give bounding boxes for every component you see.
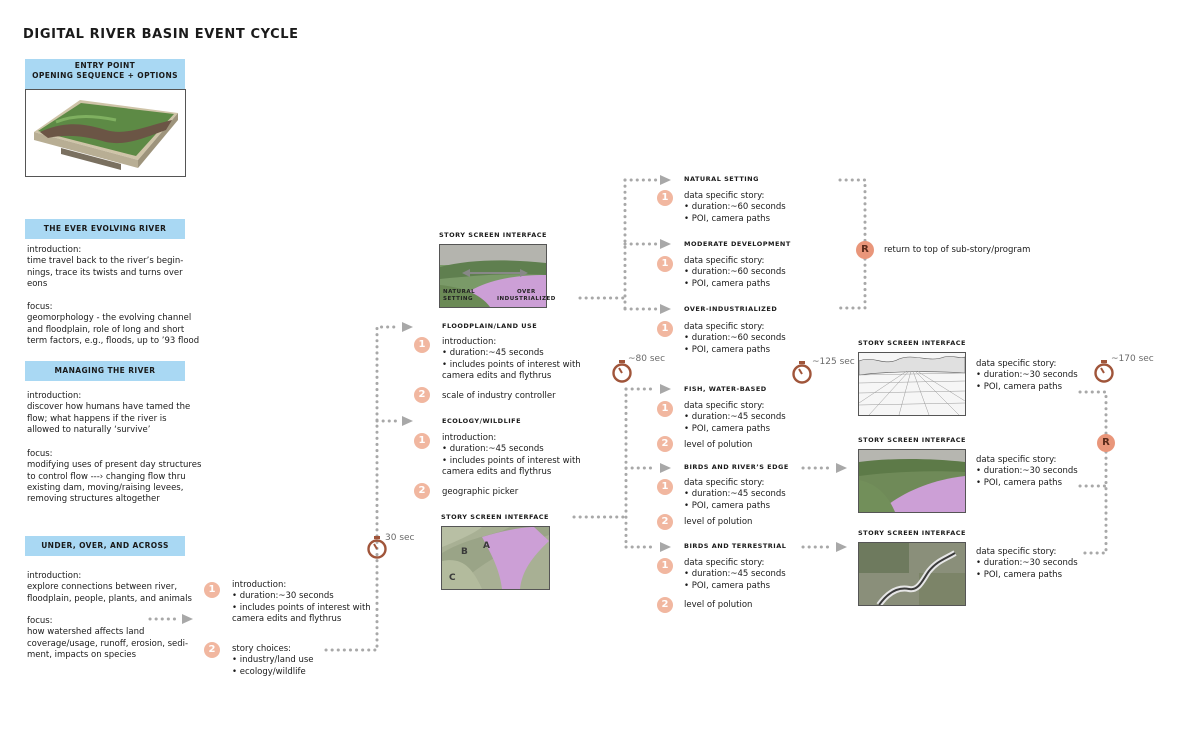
map-screen-graphic [442,527,549,589]
floodplain-step-1-text: introduction: • duration:~45 seconds • i… [442,337,581,381]
wildlife-story-title-fish: FISH, WATER-BASED [684,385,767,393]
industry-story-text-natural: data specific story: • duration:~60 seco… [684,191,786,224]
wildlife-story-badge-birds-edge-2: 2 [657,514,673,530]
industry-story-title-moderate: MODERATE DEVELOPMENT [684,240,791,248]
wildlife-story-badge-birds-terrestrial-1: 1 [657,558,673,574]
floodplain-badge-1: 1 [414,337,430,353]
page-title: DIGITAL RIVER BASIN EVENT CYCLE [23,27,299,42]
entry-point-image [25,89,186,177]
wildlife-story-badge-fish-1: 1 [657,401,673,417]
story-screen-slider-image [439,244,547,308]
slider-screen-graphic [440,245,546,307]
ecology-badge-2: 2 [414,483,430,499]
timer-label-125: ~125 sec [812,357,855,367]
map-region-b: B [461,547,468,557]
story-screen-wireframe-image [858,352,966,416]
story-screen-river-edge-image [858,449,966,513]
industry-story-title-over: OVER-INDUSTRIALIZED [684,305,778,313]
map-region-a: A [483,541,490,551]
story-screen-terrestrial-image [858,542,966,606]
industry-story-badge-moderate: 1 [657,256,673,272]
industry-story-badge-natural: 1 [657,190,673,206]
floodplain-badge-2: 2 [414,387,430,403]
wireframe-terrain-graphic [859,353,965,415]
wildlife-story-text-birds-terrestrial: data specific story: • duration:~45 seco… [684,558,786,591]
terrain-model-image [34,100,178,170]
timer-icon-30 [367,536,387,559]
ecology-title: ECOLOGY/WILDLIFE [442,417,522,425]
ecology-step-1-text: introduction: • duration:~45 seconds • i… [442,433,581,477]
wildlife-story-title-birds-edge: BIRDS AND RIVER’S EDGE [684,463,789,471]
section-evolving-river-focus: focus: geomorphology - the evolving chan… [27,302,200,346]
section-under-over-across-intro: introduction: explore connections betwee… [27,571,192,604]
wildlife-story-text-birds-edge: data specific story: • duration:~45 seco… [684,478,786,511]
step-badge-1: 1 [204,582,220,598]
story-screen-label-1: STORY SCREEN INTERFACE [439,231,547,239]
floodplain-title: FLOODPLAIN/LAND USE [442,322,538,330]
ecology-step-2-text: geographic picker [442,487,519,497]
terrestrial-aerial-graphic [859,543,965,605]
return-badge-right: R [1097,434,1115,452]
timer-icon-125 [792,361,812,384]
entry-point-line2: OPENING SEQUENCE + OPTIONS [32,71,178,80]
return-badge-top: R [856,241,874,259]
story-screen-label-5: STORY SCREEN INTERFACE [858,529,966,537]
wildlife-story-text2-fish: level of polution [684,440,753,450]
section-evolving-river-intro: introduction: time travel back to the ri… [27,245,184,289]
river-edge-graphic [859,450,965,512]
timer-label-170: ~170 sec [1111,354,1154,364]
section-under-over-across-header: UNDER, OVER, AND ACROSS [25,536,185,556]
return-text: return to top of sub-story/program [884,245,1031,255]
entry-point-header: ENTRY POINT OPENING SEQUENCE + OPTIONS [25,59,185,89]
floodplain-step-2-text: scale of industry controller [442,391,556,401]
industry-story-text-over: data specific story: • duration:~60 seco… [684,322,786,355]
slider-left-label: NATURAL SETTING [443,289,476,302]
section-under-over-across-focus: focus: how watershed affects land covera… [27,616,189,660]
story-screen-map-image [441,526,550,590]
entry-point-line1: ENTRY POINT [74,61,136,70]
slider-right-label: OVER INDUSTRIALIZED [497,289,556,302]
wildlife-story-badge-birds-terrestrial-2: 2 [657,597,673,613]
entry-step-2-text: story choices: • industry/land use • eco… [232,644,314,677]
section-managing-river-header: MANAGING THE RIVER [25,361,185,381]
timer-label-80: ~80 sec [628,354,666,364]
entry-step-1-text: introduction: • duration:~30 seconds • i… [232,580,371,624]
story-screen-label-4: STORY SCREEN INTERFACE [858,436,966,444]
timer-icon-170 [1094,360,1114,383]
final-story-text-1: data specific story: • duration:~30 seco… [976,359,1078,392]
wildlife-story-text2-birds-terrestrial: level of polution [684,600,753,610]
wildlife-story-badge-birds-edge-1: 1 [657,479,673,495]
wildlife-story-badge-fish-2: 2 [657,436,673,452]
story-screen-label-2: STORY SCREEN INTERFACE [441,513,549,521]
final-story-text-2: data specific story: • duration:~30 seco… [976,455,1078,488]
step-badge-2: 2 [204,642,220,658]
section-managing-river-intro: introduction: discover how humans have t… [27,391,191,435]
timer-icon-80 [612,360,632,383]
map-region-c: C [449,573,456,583]
final-story-text-3: data specific story: • duration:~30 seco… [976,547,1078,580]
wildlife-story-text-fish: data specific story: • duration:~45 seco… [684,401,786,434]
industry-story-text-moderate: data specific story: • duration:~60 seco… [684,256,786,289]
wildlife-story-text2-birds-edge: level of polution [684,517,753,527]
timer-label-30: 30 sec [385,533,415,543]
section-evolving-river-header: THE EVER EVOLVING RIVER [25,219,185,239]
industry-story-title-natural: NATURAL SETTING [684,175,759,183]
industry-story-badge-over: 1 [657,321,673,337]
ecology-badge-1: 1 [414,433,430,449]
story-screen-label-3: STORY SCREEN INTERFACE [858,339,966,347]
wildlife-story-title-birds-terrestrial: BIRDS AND TERRESTRIAL [684,542,787,550]
section-managing-river-focus: focus: modifying uses of present day str… [27,449,202,505]
